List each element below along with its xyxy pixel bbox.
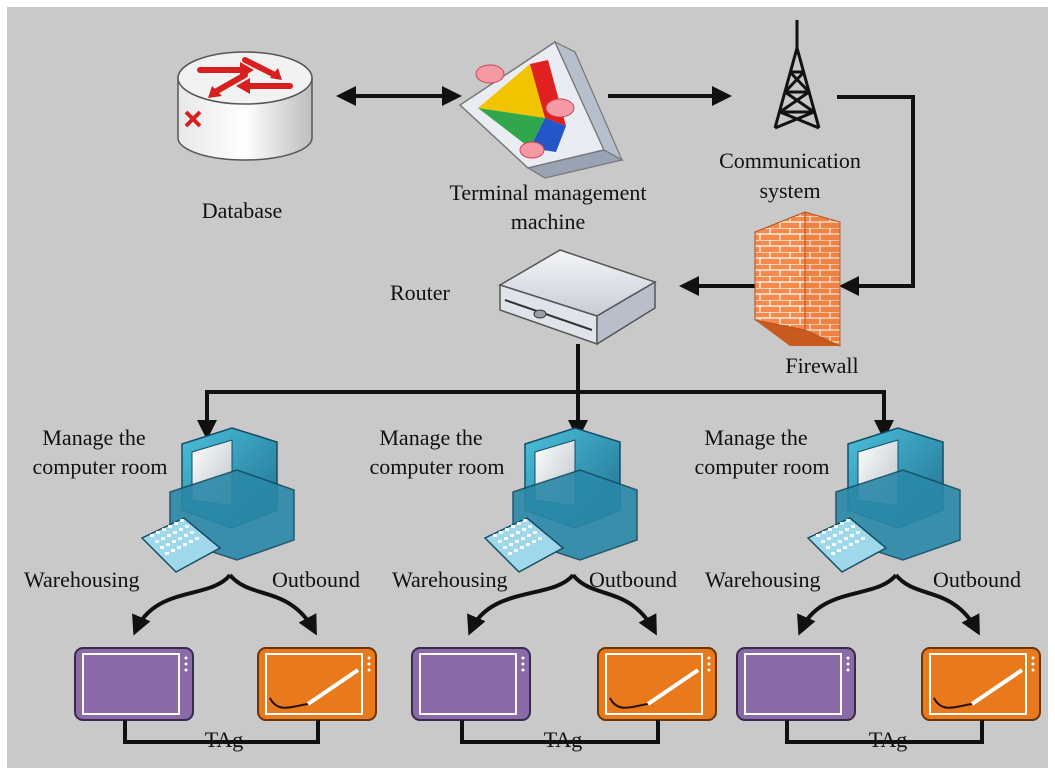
computer-room-label-line2: computer room — [32, 454, 167, 479]
computer-room-label-line1: Manage the — [42, 425, 145, 450]
outbound-label: Outbound — [589, 567, 677, 592]
terminal-label-line2: machine — [511, 209, 586, 234]
outbound-label: Outbound — [272, 567, 360, 592]
arrow-to-outbound — [571, 573, 657, 636]
firewall-label: Firewall — [785, 353, 858, 378]
outbound-label: Outbound — [933, 567, 1021, 592]
tag-connector-line — [460, 720, 660, 744]
terminal-management-icon — [458, 40, 624, 179]
group-1: Manage the computer room Warehousing Out… — [369, 425, 677, 752]
warehousing-label: Warehousing — [24, 567, 140, 592]
tag-label: TAg — [544, 727, 583, 752]
arrow-to-warehousing — [797, 573, 898, 636]
branch-arrows — [132, 573, 317, 636]
tablet-icon — [736, 647, 856, 721]
database-label: Database — [202, 198, 283, 223]
tablet-icon — [921, 647, 1041, 721]
router-icon — [498, 249, 657, 346]
repeated-group-graphics — [74, 427, 1041, 744]
arrow-to-warehousing — [467, 573, 575, 636]
tag-connector-line — [785, 720, 984, 744]
communication-label-line1: Communication — [719, 148, 861, 173]
firewall-icon — [754, 211, 841, 347]
router-label: Router — [390, 280, 451, 305]
tag-connector-line — [123, 720, 320, 744]
arrow-to-warehousing — [132, 573, 232, 636]
branch-arrows — [797, 573, 980, 636]
tablet-icon — [411, 647, 531, 721]
computer-icon — [806, 427, 961, 573]
arrow-to-outbound — [894, 573, 980, 636]
computer-room-label-line2: computer room — [369, 454, 504, 479]
computer-room-label-line1: Manage the — [704, 425, 807, 450]
computer-room-label-line1: Manage the — [379, 425, 482, 450]
group-2-graphics — [736, 427, 1041, 744]
communication-label-line2: system — [759, 178, 820, 203]
antenna-tower-icon — [773, 20, 821, 130]
group-0: Manage the computer room Warehousing Out… — [24, 425, 360, 752]
computer-icon — [140, 427, 295, 573]
terminal-label-line1: Terminal management — [450, 180, 647, 205]
warehousing-label: Warehousing — [392, 567, 508, 592]
branch-arrows — [467, 573, 657, 636]
database-icon — [177, 51, 313, 161]
tablet-icon — [597, 647, 717, 721]
computer-room-label-line2: computer room — [694, 454, 829, 479]
tag-label: TAg — [869, 727, 908, 752]
warehousing-label: Warehousing — [705, 567, 821, 592]
tablet-icon — [257, 647, 377, 721]
tag-label: TAg — [205, 727, 244, 752]
arrow-to-outbound — [228, 573, 317, 636]
arrow-communication-firewall — [837, 95, 915, 296]
computer-icon — [483, 427, 638, 573]
group-1-graphics — [411, 427, 717, 744]
tablet-icon — [74, 647, 194, 721]
group-2: Manage the computer room Warehousing Out… — [694, 425, 1021, 752]
group-0-graphics — [74, 427, 377, 744]
